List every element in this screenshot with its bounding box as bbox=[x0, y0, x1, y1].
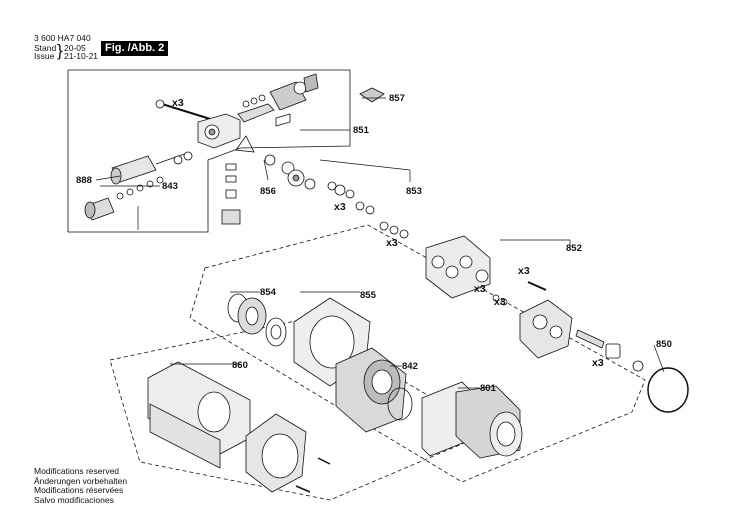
document-number: 3 600 HA7 040 bbox=[34, 33, 91, 43]
part-label-850: 850 bbox=[656, 339, 672, 350]
issue-label: Issue bbox=[34, 51, 55, 61]
stand-label: Stand bbox=[34, 43, 57, 53]
motor-801 bbox=[421, 381, 523, 459]
o-ring-850 bbox=[647, 367, 689, 413]
assembly-frame-851 bbox=[67, 69, 351, 233]
quantity-label: x3 bbox=[386, 237, 398, 249]
footer-line: Salvo modificaciones bbox=[34, 494, 114, 505]
quantity-label: x3 bbox=[494, 296, 506, 308]
quantity-label: x3 bbox=[172, 97, 184, 109]
part-label-856: 856 bbox=[260, 186, 276, 197]
part-label-853: 853 bbox=[406, 186, 422, 197]
part-label-888: 888 bbox=[76, 175, 92, 186]
quantity-label: x3 bbox=[334, 201, 346, 213]
footer-notes: Modifications reserved Änderungen vorbeh… bbox=[34, 466, 128, 505]
quantity-label: x3 bbox=[474, 283, 486, 295]
motor-842 bbox=[335, 347, 413, 433]
bearing-set-854 bbox=[227, 293, 287, 347]
footer-line: Modifications réservées bbox=[34, 485, 124, 496]
part-label-852: 852 bbox=[566, 243, 582, 254]
upper-assembly bbox=[84, 73, 385, 225]
valve-assembly-853 bbox=[327, 181, 508, 306]
clip-857 bbox=[359, 87, 385, 103]
housing-860 bbox=[147, 361, 331, 493]
stand-value: 20-05 bbox=[64, 43, 86, 53]
part-label-855: 855 bbox=[360, 290, 377, 301]
issue-value: 21-10-21 bbox=[64, 51, 99, 61]
part-label-843: 843 bbox=[162, 181, 178, 192]
quantity-label: x3 bbox=[518, 265, 530, 277]
footer-line: Änderungen vorbehalten bbox=[34, 475, 128, 486]
figure-label: Fig. /Abb. 2 bbox=[101, 41, 169, 56]
quantity-label: x3 bbox=[592, 357, 604, 369]
pump-unit-852 bbox=[519, 281, 689, 413]
part-label-860: 860 bbox=[232, 360, 248, 371]
group-outline-lower bbox=[189, 224, 646, 483]
footer-line: Modifications reserved bbox=[34, 466, 120, 476]
part-label-857: 857 bbox=[389, 93, 405, 104]
part-label-842: 842 bbox=[402, 361, 418, 372]
part-label-851: 851 bbox=[353, 125, 370, 136]
cylinder-head bbox=[425, 235, 491, 299]
header-brace: } bbox=[57, 41, 63, 60]
part-label-854: 854 bbox=[260, 287, 277, 298]
part-label-801: 801 bbox=[480, 383, 497, 394]
